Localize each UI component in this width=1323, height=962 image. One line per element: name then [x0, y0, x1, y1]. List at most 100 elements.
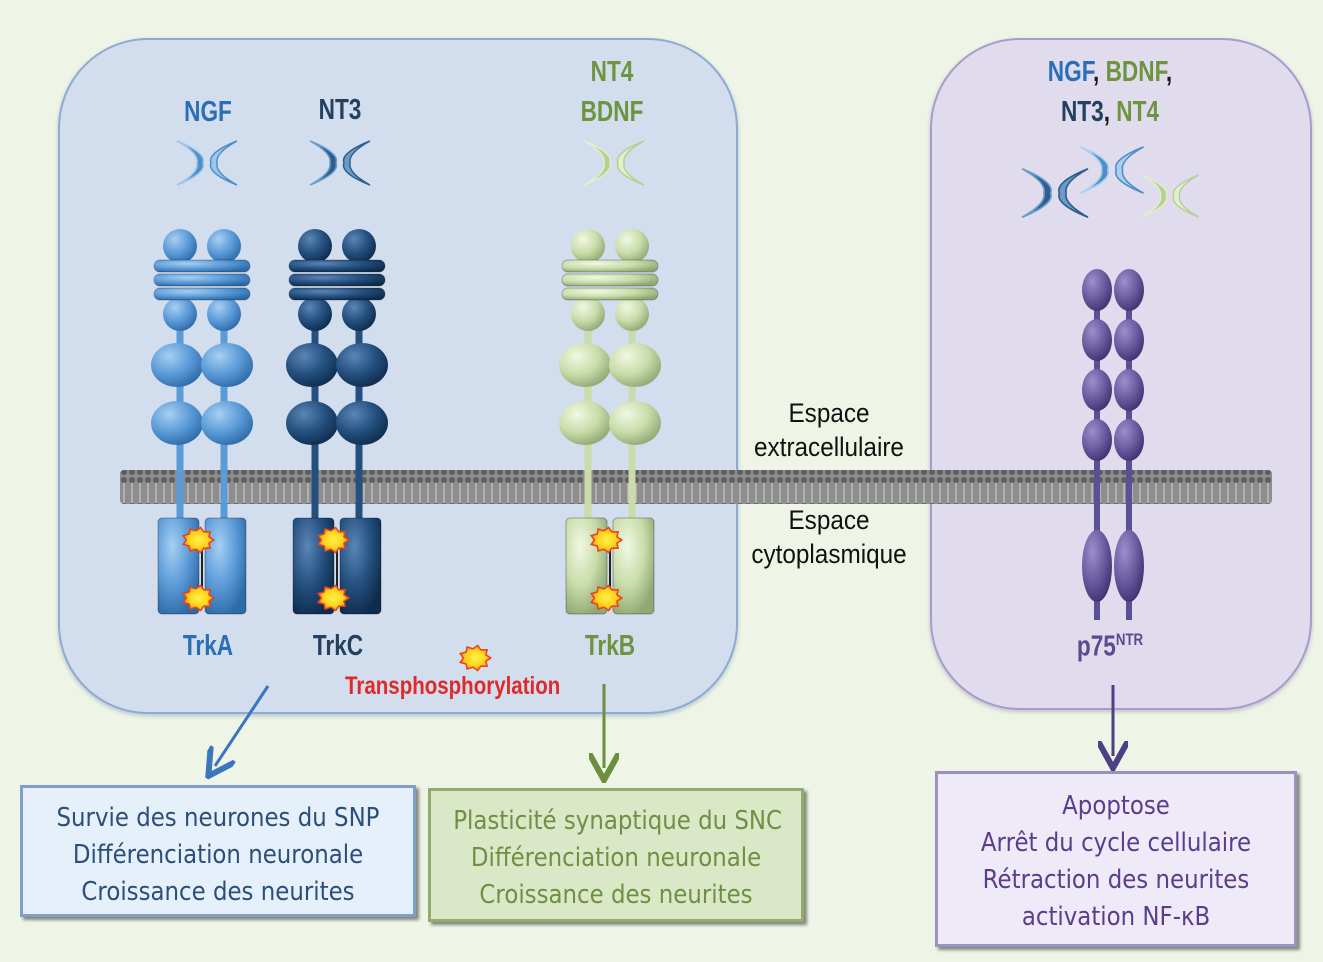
receptor-lrr-disc [561, 259, 659, 273]
cytoplasmic-label: Espace cytoplasmique [730, 503, 928, 571]
p75-label: p75 [1076, 630, 1116, 663]
separator: , [1093, 56, 1100, 88]
kinase-domain [612, 517, 655, 615]
receptor-ig-domain [201, 343, 253, 387]
ligand-ngf-icon [1080, 146, 1144, 194]
outcome-box-trkb: Plasticité synaptique du SNC Différencia… [428, 788, 804, 922]
cytoplasmic-line1: Espace [788, 505, 870, 535]
receptor-lrr-disc [561, 287, 659, 301]
receptor-p75 [1082, 269, 1144, 620]
receptor-ig-domain [559, 401, 611, 445]
receptor-trka [151, 229, 253, 615]
ligand-bdnf-icon [583, 140, 645, 186]
receptor-ig-domain [559, 343, 611, 387]
ligand-bdnf-icon [1141, 174, 1199, 218]
receptor-label-p75: p75NTR [1063, 630, 1157, 664]
extracellular-label: Espace extracellulaire [730, 396, 928, 464]
ligand-monomer [1141, 174, 1168, 218]
p75-ligands-line2: NT3, NT4 [1040, 96, 1180, 129]
death-domain [1114, 530, 1144, 602]
receptor-ig-domain [609, 343, 661, 387]
ligand-label-ngf: NGF [184, 96, 232, 128]
phosphate-burst-icon [181, 526, 216, 554]
ligand-label-nt4: NT4 [590, 56, 634, 88]
receptor-label-trkc: TrkC [312, 630, 364, 662]
outcome-line: Apoptose [1062, 791, 1170, 821]
receptor-domain [615, 229, 649, 263]
cell-membrane [120, 470, 1272, 504]
ligand-monomer [1172, 174, 1199, 218]
ligand-bdnf: BDNF [1105, 56, 1166, 88]
phosphate-burst-icon [316, 584, 351, 612]
receptor-crd-domain [1114, 319, 1144, 361]
ligand-nt4: NT4 [1116, 96, 1160, 128]
cytoplasmic-line2: cytoplasmique [751, 539, 907, 569]
receptor-trkb [559, 229, 661, 615]
receptor-trkc [286, 229, 388, 615]
receptor-lrr-disc [288, 259, 386, 273]
receptor-label-trka: TrkA [182, 630, 234, 662]
p75-superscript: NTR [1115, 630, 1144, 649]
phosphate-burst-icon [589, 584, 624, 612]
receptor-ig-domain [336, 401, 388, 445]
ligand-monomer [1114, 146, 1144, 194]
receptor-ig-domain [609, 401, 661, 445]
receptor-crd-domain [1114, 419, 1144, 461]
kinase-domain [339, 517, 382, 615]
outcome-line: activation NF-κB [1021, 902, 1211, 932]
ligand-ngf-icon [176, 140, 238, 186]
separator: , [1103, 96, 1110, 128]
receptor-ig-domain [286, 401, 338, 445]
ligand-nt3: NT3 [1060, 96, 1104, 128]
arrow-trka-outcome [215, 685, 270, 766]
receptor-domain [571, 229, 605, 263]
receptor-domain [342, 297, 376, 331]
p75-ligands-line1: NGF, BDNF, [1032, 56, 1188, 89]
receptor-lrr-disc [153, 287, 251, 301]
receptor-domain [298, 229, 332, 263]
ligand-nt3-icon [309, 140, 371, 186]
outcome-line: Différenciation neuronale [470, 843, 762, 873]
receptor-domain [298, 297, 332, 331]
ligand-nt3-icon [1021, 168, 1089, 218]
transphosphorylation-label: Transphosphorylation [345, 672, 561, 700]
ligand-monomer [1058, 168, 1089, 218]
receptor-domain [207, 229, 241, 263]
receptor-domain [342, 229, 376, 263]
receptor-lrr-disc [153, 273, 251, 287]
separator: , [1165, 56, 1173, 88]
extracellular-line2: extracellulaire [754, 432, 904, 462]
ligand-monomer [1021, 168, 1052, 218]
kinase-domain [204, 517, 247, 615]
ligand-label-nt3: NT3 [318, 94, 362, 126]
phosphate-burst-icon [589, 526, 624, 554]
outcome-box-p75: Apoptose Arrêt du cycle cellulaire Rétra… [935, 771, 1297, 947]
receptor-domain [571, 297, 605, 331]
outcome-line: Croissance des neurites [479, 880, 753, 910]
receptor-crd-domain [1082, 269, 1112, 311]
receptor-lrr-disc [561, 273, 659, 287]
receptor-ig-domain [201, 401, 253, 445]
receptor-crd-domain [1082, 369, 1112, 411]
phosphate-legend-icon [458, 644, 493, 672]
ligand-monomer [342, 140, 371, 186]
receptor-crd-domain [1114, 269, 1144, 311]
ligand-monomer [583, 140, 612, 186]
receptor-ig-domain [286, 343, 338, 387]
receptor-lrr-disc [288, 273, 386, 287]
receptor-domain [207, 297, 241, 331]
receptor-crd-domain [1082, 319, 1112, 361]
outcome-line: Arrêt du cycle cellulaire [980, 828, 1252, 858]
ligand-monomer [176, 140, 205, 186]
ligand-monomer [209, 140, 238, 186]
phosphate-burst-icon [316, 526, 351, 554]
extracellular-line1: Espace [788, 398, 870, 428]
outcome-line: Survie des neurones du SNP [56, 803, 380, 833]
receptor-ig-domain [151, 401, 203, 445]
receptor-ig-domain [151, 343, 203, 387]
outcome-line: Plasticité synaptique du SNC [453, 806, 783, 836]
ligand-label-bdnf: BDNF [580, 96, 644, 128]
death-domain [1082, 530, 1112, 602]
phosphate-burst-icon [181, 584, 216, 612]
